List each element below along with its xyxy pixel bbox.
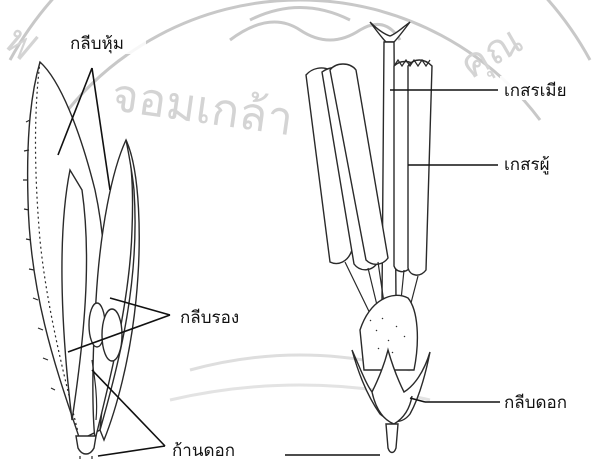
label-lemma: กลีบหุ้ม	[70, 34, 124, 54]
watermark-text-curve: จอมเกล้า	[108, 67, 296, 146]
label-flower-part: กลีบดอก	[504, 393, 567, 413]
watermark-text-left: ฟ	[0, 16, 46, 69]
label-pedicel: ก้านดอก	[172, 441, 235, 459]
label-stamen: เกสรผู้	[504, 155, 550, 175]
label-palea: กลีบรอง	[180, 308, 239, 328]
label-pistil: เกสรเมีย	[504, 81, 567, 101]
right-flower-drawing	[306, 22, 432, 453]
